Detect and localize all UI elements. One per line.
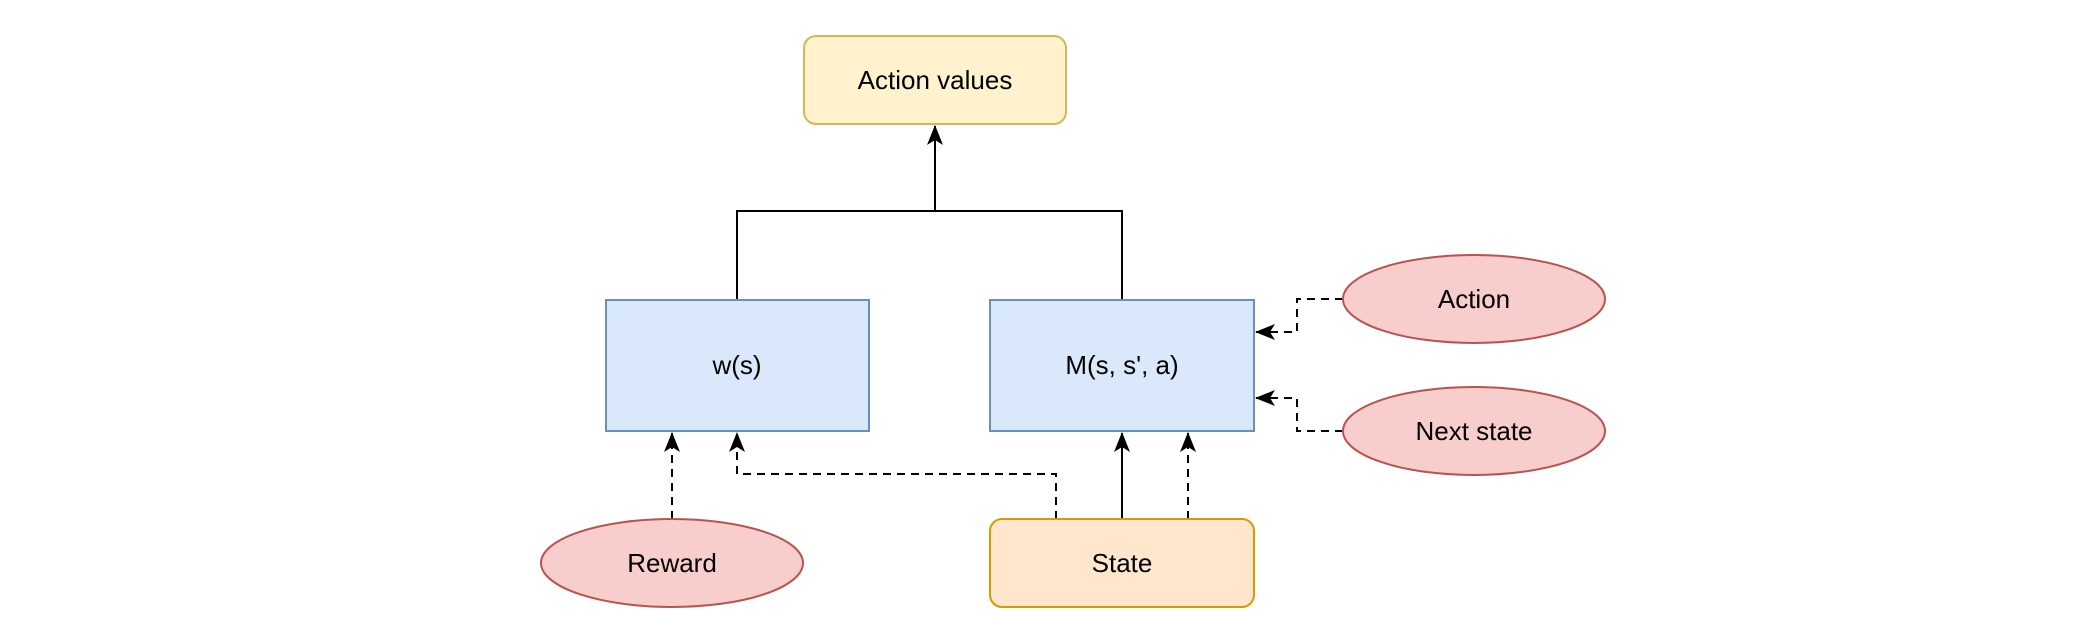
node-next-state-label: Next state (1415, 416, 1532, 446)
node-reward-label: Reward (627, 548, 717, 578)
edge-next-state-to-m (1255, 390, 1343, 432)
node-m: M(s, s', a) (989, 299, 1255, 432)
node-action-label: Action (1438, 284, 1510, 314)
edge-w-to-action-values (736, 125, 943, 300)
node-reward: Reward (540, 518, 804, 608)
node-w: w(s) (605, 299, 870, 432)
edge-state-to-w (729, 432, 1057, 519)
node-action-shape (1342, 254, 1606, 344)
node-next-state: Next state (1342, 386, 1606, 476)
node-action-values: Action values (803, 35, 1067, 125)
node-state: State (989, 518, 1255, 608)
node-m-label: M(s, s', a) (1065, 350, 1178, 380)
node-action-values-label: Action values (858, 65, 1013, 95)
node-next-state-shape (1342, 386, 1606, 476)
node-action-values-shape (803, 35, 1067, 125)
edge-action-to-m (1255, 298, 1343, 340)
node-action: Action (1342, 254, 1606, 344)
edges (664, 125, 1343, 519)
node-m-shape (989, 299, 1255, 432)
node-state-shape (989, 518, 1255, 608)
node-reward-shape (540, 518, 804, 608)
node-state-label: State (1092, 548, 1153, 578)
node-w-label: w(s) (711, 350, 761, 380)
edge-m-to-action-values (935, 210, 1123, 300)
node-w-shape (605, 299, 870, 432)
